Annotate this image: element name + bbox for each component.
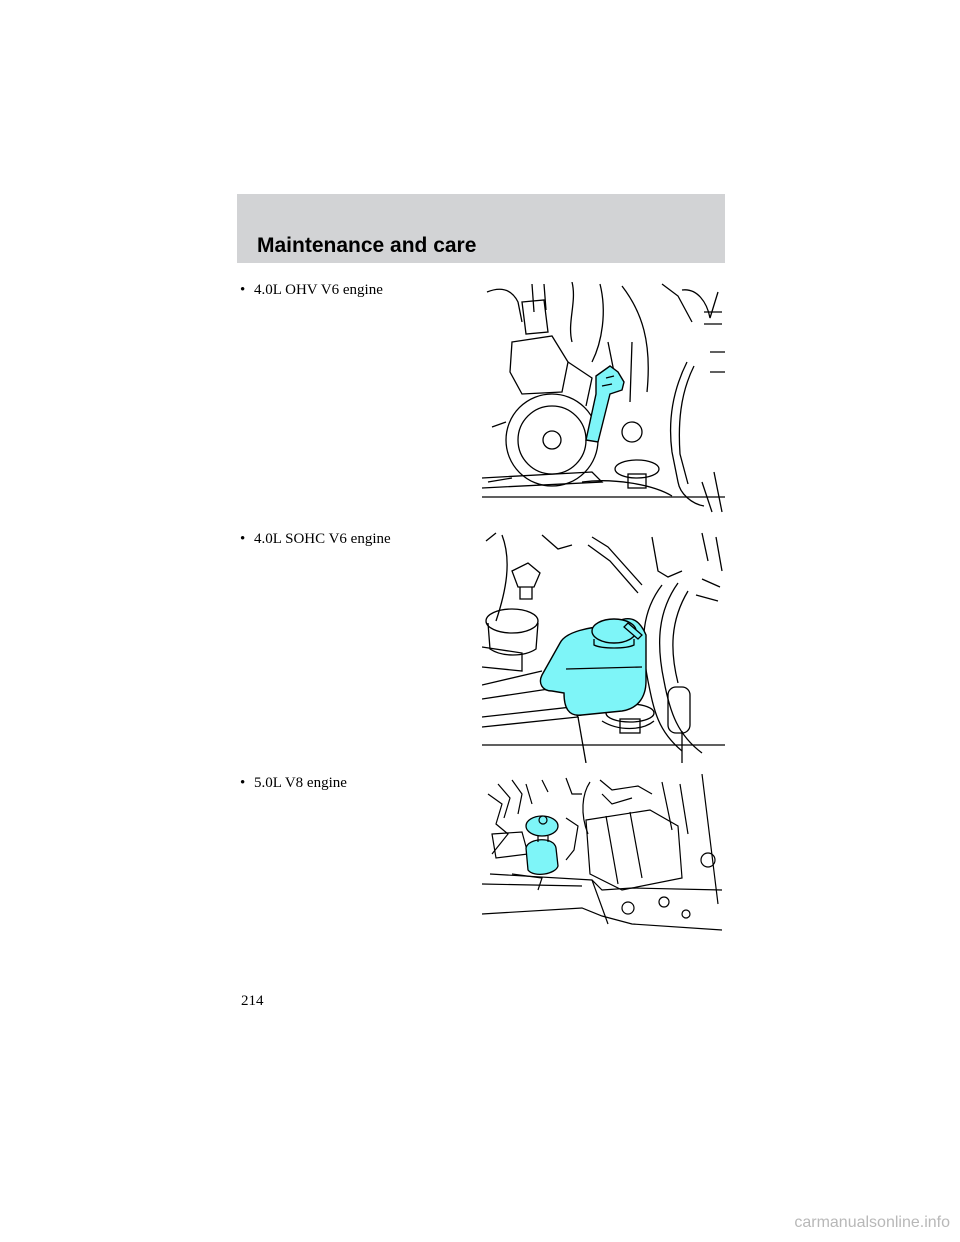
bullet: • xyxy=(240,531,246,547)
engine-label: 5.0L V8 engine xyxy=(254,775,347,791)
engine-item-v8: • 5.0L V8 engine xyxy=(240,774,347,792)
engine-item-sohc-v6: • 4.0L SOHC V6 engine xyxy=(240,530,391,548)
v8-engine-illustration xyxy=(482,774,725,934)
watermark: carmanualsonline.info xyxy=(794,1214,950,1231)
bullet: • xyxy=(240,282,246,298)
page-number: 214 xyxy=(241,993,264,1009)
bullet: • xyxy=(240,775,246,791)
engine-item-ohv-v6: • 4.0L OHV V6 engine xyxy=(240,281,383,299)
engine-label: 4.0L SOHC V6 engine xyxy=(254,531,391,547)
engine-label: 4.0L OHV V6 engine xyxy=(254,282,383,298)
sohc-v6-engine-illustration xyxy=(482,531,725,763)
section-title: Maintenance and care xyxy=(257,234,477,257)
ohv-v6-engine-illustration xyxy=(482,282,725,513)
section-header-band xyxy=(237,194,725,263)
